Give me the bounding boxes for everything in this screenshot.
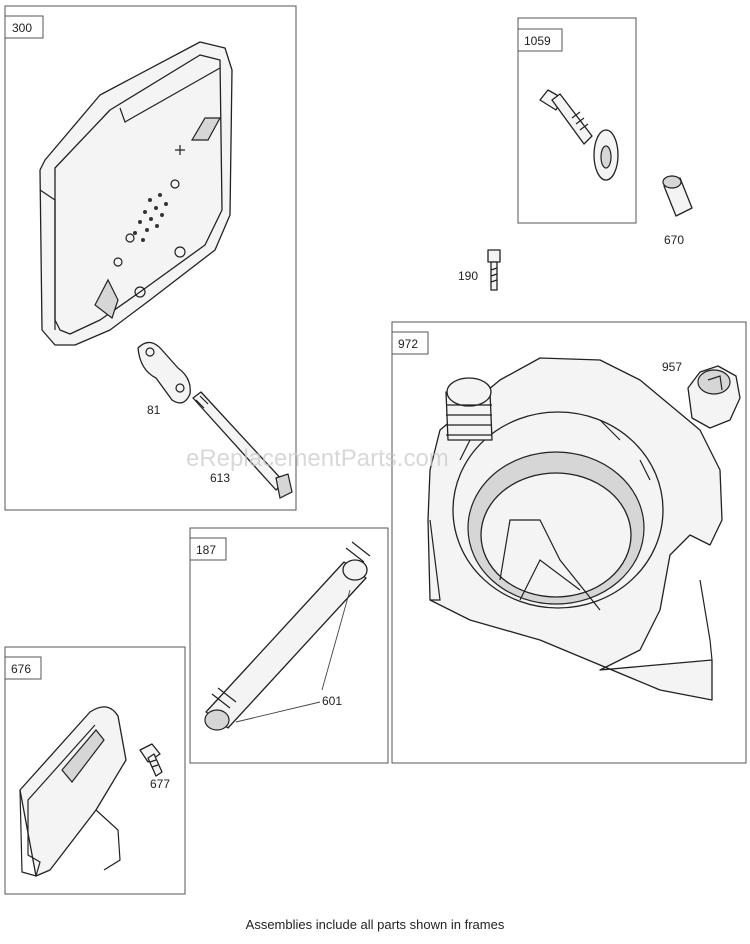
tube-illustration (204, 541, 371, 731)
frame-300: 300 81 (4, 5, 297, 511)
stud-613 (192, 391, 293, 499)
frame-972-border (391, 321, 747, 764)
frame-676-label: 676 (11, 662, 31, 676)
cap-957 (687, 365, 741, 429)
part-label-190: 190 (458, 269, 478, 283)
frame-300-border (4, 5, 297, 511)
screw-190 (487, 249, 501, 291)
frame-676: 676 677 (4, 646, 186, 895)
leader-601-b (235, 701, 321, 723)
frame-1059-label: 1059 (524, 34, 551, 48)
filler-neck (445, 377, 493, 441)
washer (593, 129, 619, 181)
guard-illustration (19, 706, 127, 877)
part-label-677: 677 (150, 777, 170, 791)
footer-caption: Assemblies include all parts shown in fr… (246, 917, 505, 932)
frame-187-tag (189, 537, 227, 561)
frame-972-label: 972 (398, 337, 418, 351)
frame-972-tag (391, 331, 429, 355)
leader-601-a (321, 589, 351, 691)
spacer-670 (662, 175, 693, 217)
frame-1059: 1059 (517, 17, 637, 224)
frame-676-border (4, 646, 186, 895)
gasket-81 (137, 341, 191, 404)
part-label-957: 957 (662, 360, 682, 374)
frame-1059-tag (517, 28, 563, 52)
frame-1059-border (517, 17, 637, 224)
blower-housing-illustration (427, 357, 723, 701)
frame-187: 187 601 (189, 527, 389, 764)
part-label-81: 81 (147, 403, 161, 417)
frame-972: 972 957 (391, 321, 747, 764)
part-label-670: 670 (664, 233, 684, 247)
frame-300-tag (4, 15, 44, 39)
frame-187-label: 187 (196, 543, 216, 557)
frame-676-tag (4, 656, 42, 680)
part-label-601: 601 (322, 694, 342, 708)
frame-300-label: 300 (12, 21, 32, 35)
bolt-677 (139, 743, 163, 777)
shoulder-bolt (539, 89, 593, 145)
part-label-613: 613 (210, 471, 230, 485)
watermark: eReplacementParts.com (186, 445, 449, 472)
frame-187-border (189, 527, 389, 764)
muffler-illustration (39, 41, 233, 346)
